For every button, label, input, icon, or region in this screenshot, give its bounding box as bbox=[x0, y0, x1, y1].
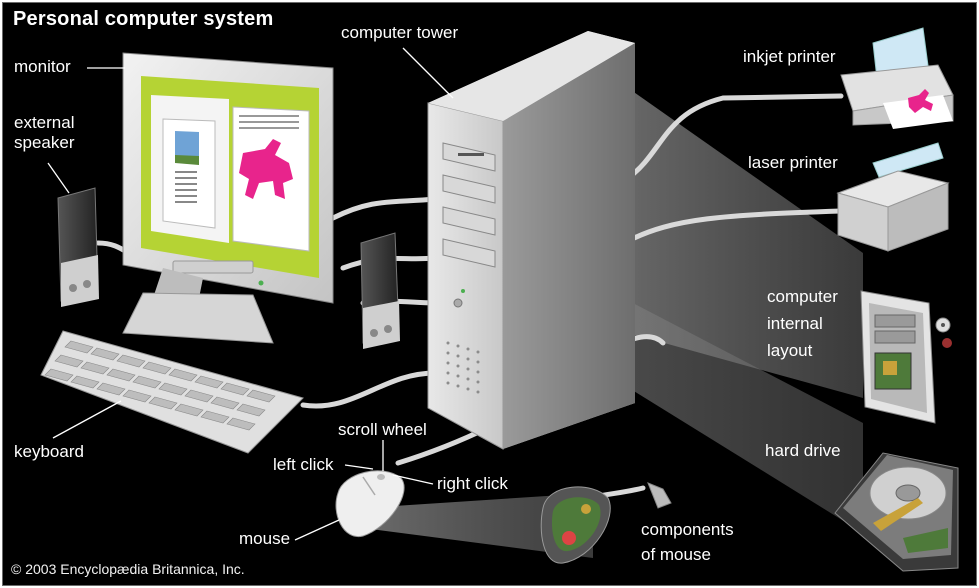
horse-image bbox=[239, 139, 293, 199]
leader-lines bbox=[47, 47, 454, 541]
mouse bbox=[335, 470, 405, 537]
computer-internal-layout bbox=[860, 290, 952, 424]
mouse-projection-beam bbox=[363, 493, 593, 558]
label-right-click: right click bbox=[437, 474, 508, 493]
label-computer-internal-layout-line-2: internal bbox=[767, 314, 823, 333]
label-computer-internal-layout-line-3: layout bbox=[767, 341, 813, 360]
label-computer-internal-layout-line-1: computer bbox=[767, 287, 838, 306]
laser-printer bbox=[836, 142, 950, 252]
page-title: Personal computer system bbox=[13, 8, 274, 30]
copyright-notice: © 2003 Encyclopædia Britannica, Inc. bbox=[11, 561, 245, 577]
label-mouse: mouse bbox=[239, 529, 291, 548]
monitor bbox=[122, 52, 334, 344]
computer-tower bbox=[427, 31, 635, 450]
label-inkjet-printer: inkjet printer bbox=[743, 47, 836, 66]
keyboard bbox=[40, 330, 304, 454]
label-scroll-wheel: scroll wheel bbox=[338, 420, 427, 439]
right-speaker bbox=[360, 232, 400, 349]
label-components-of-mouse-line-2: of mouse bbox=[641, 545, 711, 564]
label-laser-printer: laser printer bbox=[748, 153, 838, 172]
mouse-components bbox=[540, 482, 672, 564]
label-computer-tower: computer tower bbox=[341, 23, 459, 42]
hard-drive bbox=[834, 452, 959, 572]
label-monitor: monitor bbox=[14, 57, 71, 76]
label-hard-drive: hard drive bbox=[765, 441, 841, 460]
printout-horse bbox=[908, 89, 933, 113]
label-computer-internal-layout: computer internal layout bbox=[767, 283, 838, 364]
computer-system-illustration bbox=[40, 27, 959, 572]
label-components-of-mouse: components of mouse bbox=[641, 517, 734, 567]
label-external-speaker-line-2: speaker bbox=[14, 133, 75, 152]
label-components-of-mouse-line-1: components bbox=[641, 520, 734, 539]
left-speaker bbox=[57, 187, 99, 307]
label-keyboard: keyboard bbox=[14, 442, 84, 461]
inkjet-printer bbox=[840, 27, 954, 129]
label-left-click: left click bbox=[273, 455, 334, 474]
label-external-speaker: external speaker bbox=[14, 113, 74, 153]
label-external-speaker-line-1: external bbox=[14, 113, 75, 132]
